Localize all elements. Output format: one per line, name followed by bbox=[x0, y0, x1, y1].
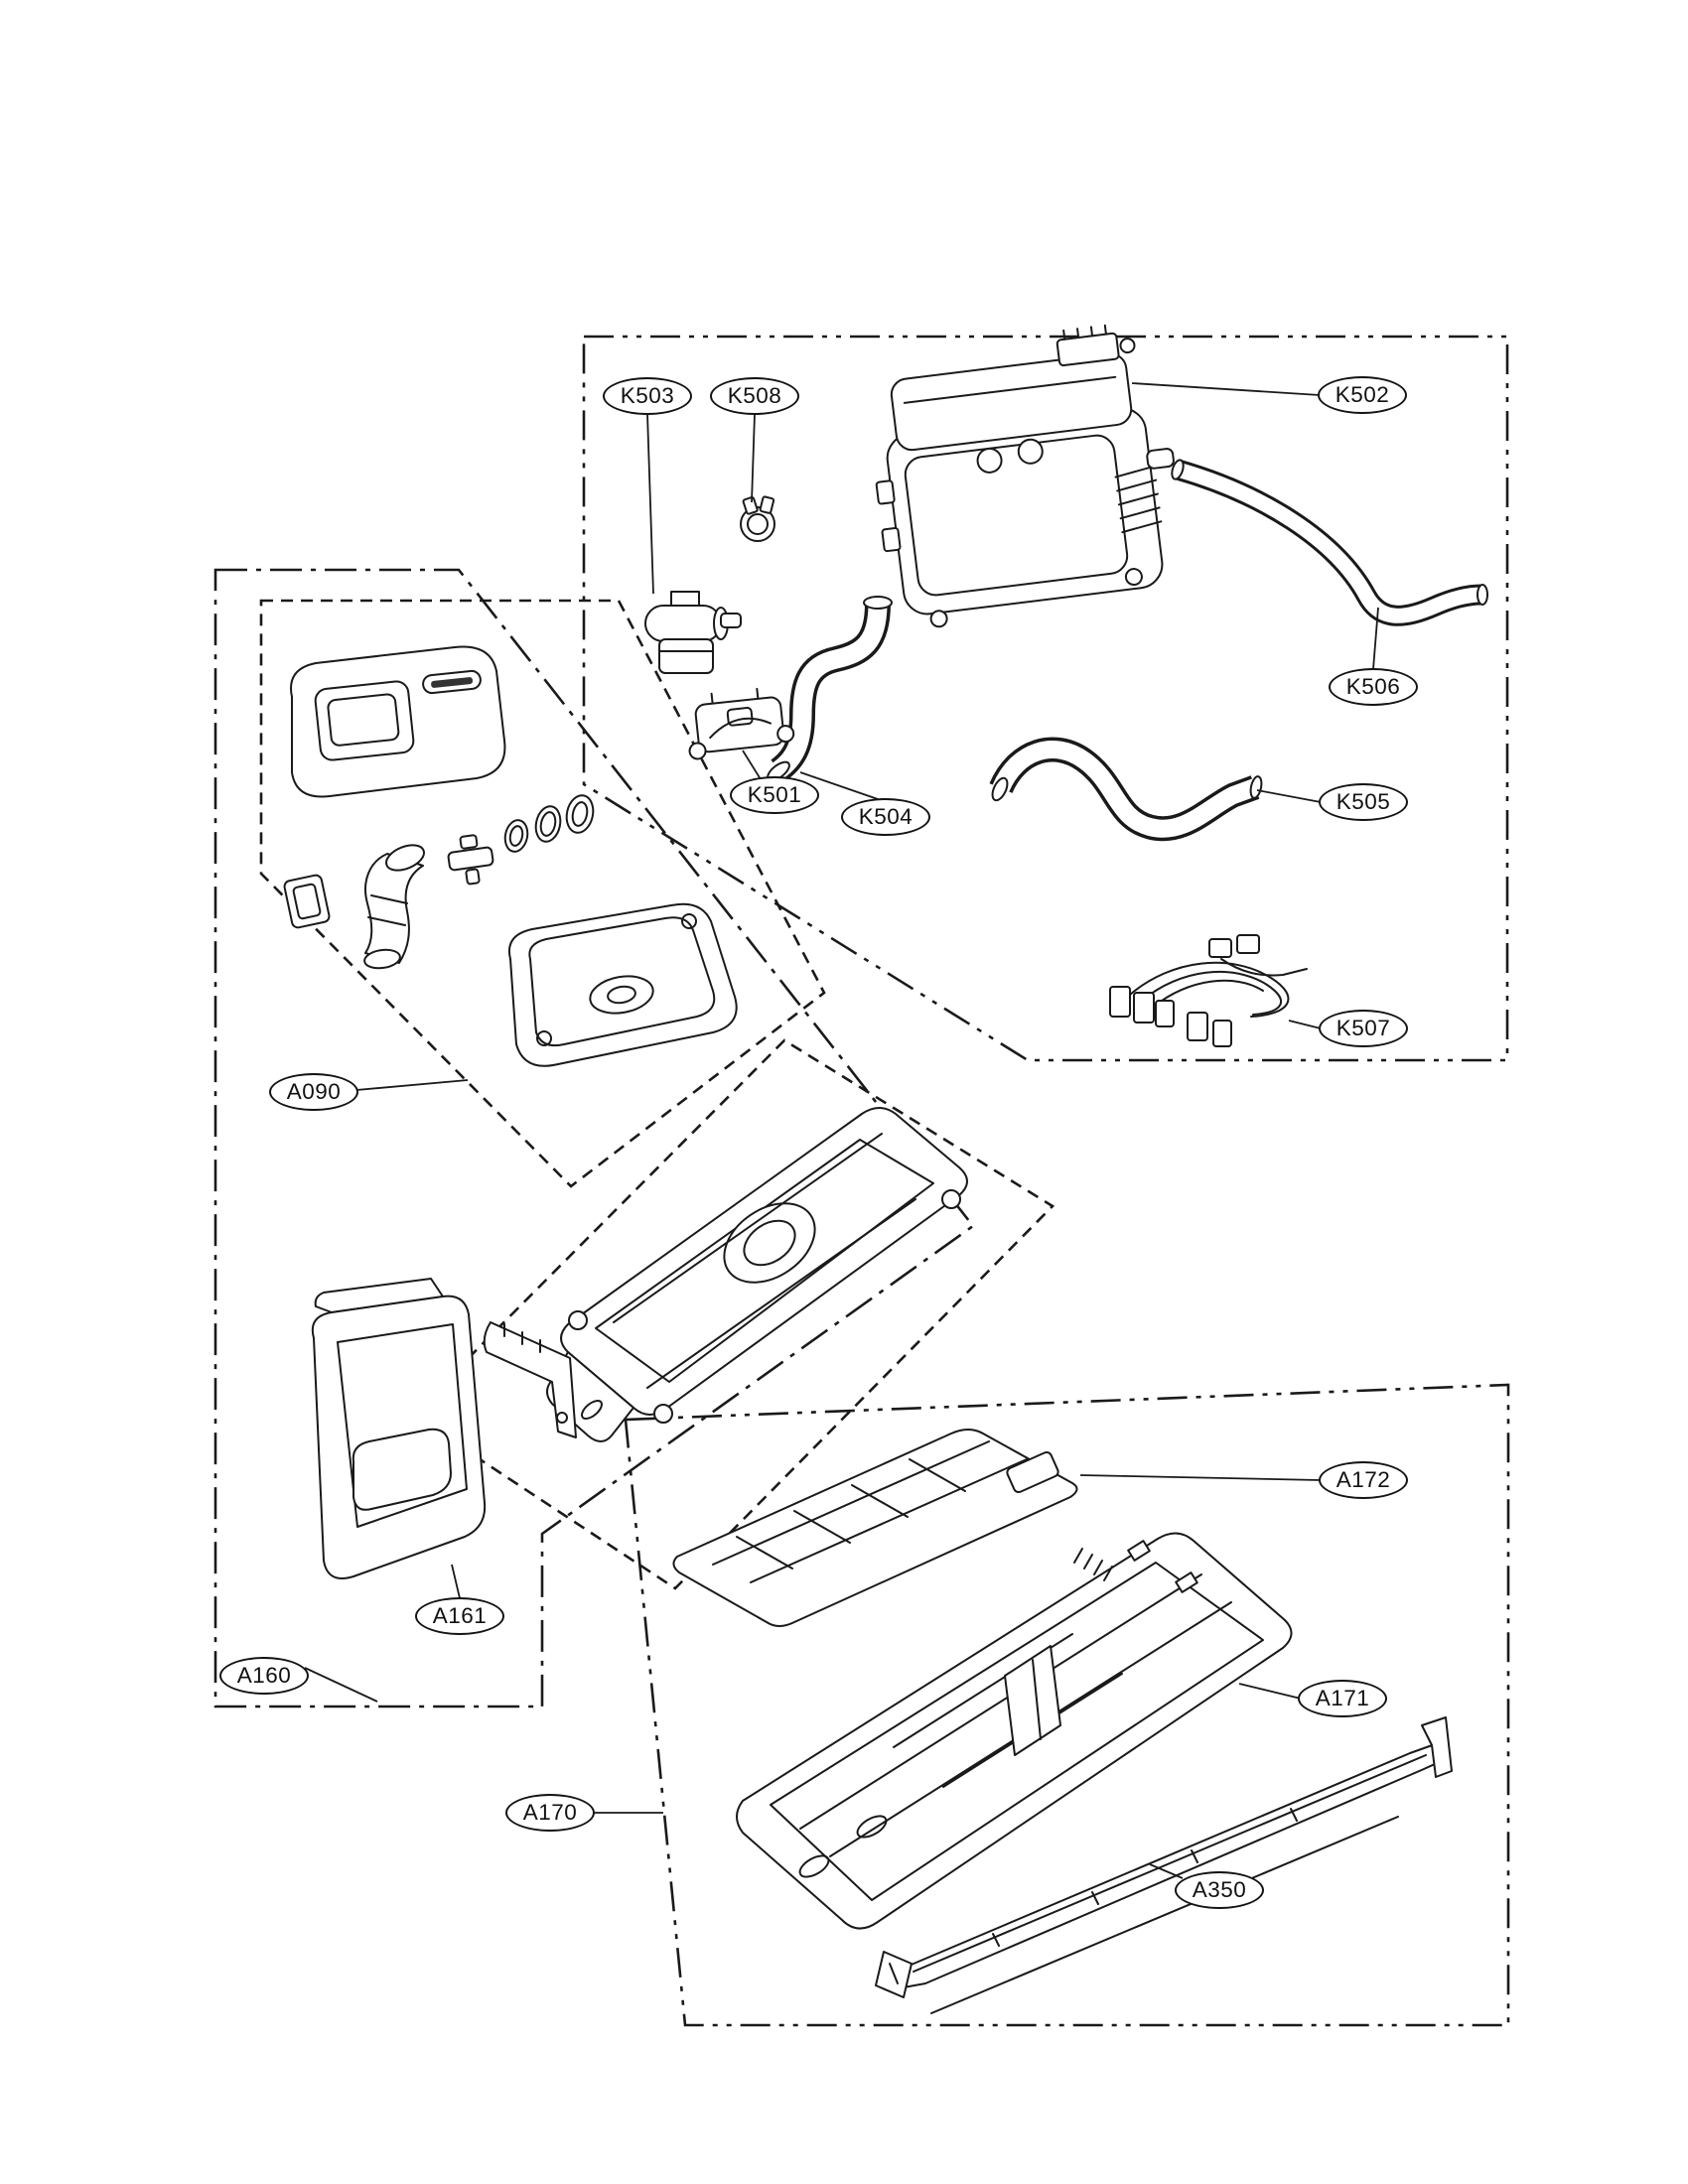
callout-a161-label: A161 bbox=[432, 1603, 488, 1628]
callout-a090-label: A090 bbox=[286, 1079, 342, 1104]
callout-k504: K504 bbox=[841, 798, 930, 836]
nozzle-fitting bbox=[447, 834, 494, 886]
gasket-rings bbox=[503, 794, 595, 853]
leader-lines bbox=[304, 382, 1379, 1879]
steam-inlet-hose-k505 bbox=[989, 737, 1263, 842]
drain-hose-elbow-k504 bbox=[767, 596, 893, 782]
leader-k506 bbox=[1372, 607, 1379, 670]
leader-a161 bbox=[451, 1564, 461, 1599]
guide-housing-a171 bbox=[736, 1532, 1293, 1930]
callout-k504-label: K504 bbox=[858, 804, 914, 829]
leader-k503 bbox=[646, 413, 654, 595]
boundary-a090 bbox=[259, 599, 826, 1188]
leader-k504 bbox=[799, 771, 879, 800]
callout-a160-label: A160 bbox=[236, 1663, 292, 1688]
leader-k508 bbox=[751, 413, 756, 503]
callout-k507-label: K507 bbox=[1336, 1016, 1391, 1040]
hose-holder-k501 bbox=[688, 687, 795, 760]
callout-a161: A161 bbox=[415, 1597, 504, 1635]
boundary-a170 bbox=[624, 1383, 1510, 2027]
leader-k507 bbox=[1288, 1020, 1322, 1029]
callout-k505-label: K505 bbox=[1336, 789, 1391, 814]
leader-a172 bbox=[1079, 1474, 1322, 1481]
callout-k508-label: K508 bbox=[727, 383, 782, 408]
wire-harness-k507 bbox=[1109, 934, 1308, 1047]
callout-a172-label: A172 bbox=[1336, 1467, 1391, 1492]
callout-k506: K506 bbox=[1329, 668, 1418, 706]
callout-a350-label: A350 bbox=[1192, 1877, 1247, 1902]
callout-a171: A171 bbox=[1298, 1680, 1387, 1717]
steam-hose-k506 bbox=[1171, 459, 1488, 626]
callout-a090: A090 bbox=[269, 1073, 358, 1111]
leader-a160 bbox=[304, 1667, 378, 1703]
leader-k505 bbox=[1256, 789, 1322, 803]
callout-k503-label: K503 bbox=[620, 383, 675, 408]
guide-plate-a172 bbox=[672, 1429, 1078, 1627]
leader-a171 bbox=[1238, 1683, 1302, 1700]
callout-k507: K507 bbox=[1319, 1010, 1408, 1047]
drawer-front-panel-a161 bbox=[311, 1278, 487, 1579]
callout-a170: A170 bbox=[505, 1794, 595, 1832]
dispenser-tray bbox=[508, 902, 738, 1067]
water-valve-k503 bbox=[644, 591, 742, 674]
callout-k505: K505 bbox=[1319, 783, 1408, 821]
callout-k502-label: K502 bbox=[1335, 382, 1390, 407]
leader-k501 bbox=[742, 750, 762, 780]
callout-a171-label: A171 bbox=[1315, 1686, 1370, 1710]
dispenser-top-cover bbox=[290, 645, 506, 798]
boundary-drawer-assembly bbox=[409, 1038, 1055, 1590]
callout-k502: K502 bbox=[1318, 376, 1407, 414]
callout-k508: K508 bbox=[710, 377, 799, 415]
leader-a090 bbox=[355, 1079, 469, 1091]
callout-a160: A160 bbox=[219, 1657, 309, 1695]
callout-a170-label: A170 bbox=[522, 1800, 578, 1825]
leader-k502 bbox=[1131, 382, 1321, 396]
leader-a350 bbox=[1149, 1863, 1184, 1879]
callout-a350: A350 bbox=[1175, 1871, 1264, 1909]
boundary-a160 bbox=[213, 568, 975, 1708]
brand-logo bbox=[422, 669, 482, 695]
steam-generator-k502 bbox=[875, 324, 1175, 628]
panel-bracket bbox=[483, 1321, 577, 1438]
callout-k503: K503 bbox=[603, 377, 692, 415]
dispenser-drawer-assembly bbox=[546, 1107, 968, 1442]
callout-a172: A172 bbox=[1319, 1461, 1408, 1499]
seal-plate bbox=[283, 874, 331, 929]
support-rail-a350 bbox=[875, 1716, 1453, 2014]
boundary-steam-generator-assembly bbox=[582, 335, 1509, 1062]
callout-k501: K501 bbox=[730, 776, 819, 814]
hose-clamp-k508 bbox=[740, 495, 775, 542]
callout-k506-label: K506 bbox=[1345, 674, 1401, 699]
bellows-elbow bbox=[363, 844, 425, 970]
callout-k501-label: K501 bbox=[747, 782, 802, 807]
